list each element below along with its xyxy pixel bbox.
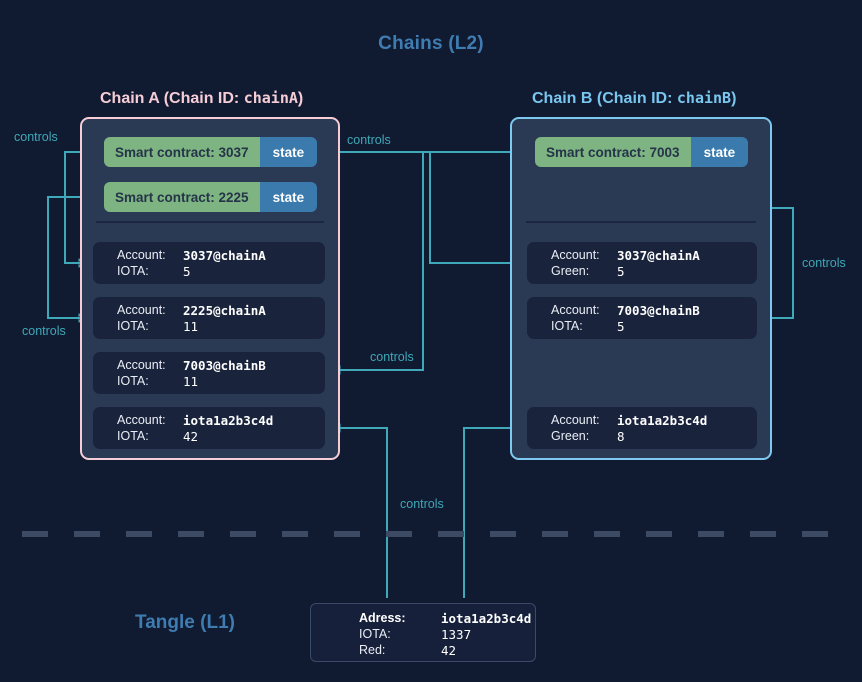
chain-b-account-7003[interactable]: Account: 7003@chainB IOTA: 5 bbox=[527, 297, 757, 339]
controls-label-mid-top: controls bbox=[347, 133, 391, 147]
acct-key: Green: bbox=[551, 428, 590, 443]
controls-label-left-top: controls bbox=[14, 130, 58, 144]
controls-label-bottom: controls bbox=[400, 497, 444, 511]
chain-a-contract-2225[interactable]: Smart contract: 2225 state bbox=[104, 182, 318, 212]
chain-a-divider bbox=[96, 221, 324, 223]
chain-a-account-7003[interactable]: Account: 7003@chainB IOTA: 11 bbox=[93, 352, 325, 394]
acct-value: 2225@chainA bbox=[183, 302, 266, 318]
acct-key: IOTA: bbox=[117, 263, 149, 278]
chain-b-account-3037[interactable]: Account: 3037@chainA Green: 5 bbox=[527, 242, 757, 284]
tangle-address-key: Adress: bbox=[359, 611, 406, 625]
acct-key: Green: bbox=[551, 263, 590, 278]
acct-value: 5 bbox=[617, 318, 625, 334]
acct-value: 42 bbox=[183, 428, 199, 444]
chain-b-title-id: chainB bbox=[676, 89, 732, 107]
layer-separator-dashed bbox=[22, 531, 840, 537]
wire-tangle-to-acctA-iota bbox=[333, 428, 388, 598]
chain-a-contract-3037-label: Smart contract: 3037 bbox=[104, 137, 260, 167]
chain-a-account-2225[interactable]: Account: 2225@chainA IOTA: 11 bbox=[93, 297, 325, 339]
acct-value: 5 bbox=[617, 263, 625, 279]
chain-a-title-prefix: Chain A (Chain ID: bbox=[100, 90, 244, 107]
layer-title-l2: Chains (L2) bbox=[378, 33, 484, 54]
wire-scA3037state-to-acctB3037 bbox=[312, 151, 523, 263]
acct-key: Account: bbox=[551, 247, 600, 262]
acct-value: iota1a2b3c4d bbox=[183, 412, 274, 428]
chain-b-title-suffix: ) bbox=[731, 90, 737, 107]
acct-key: Account: bbox=[117, 357, 166, 372]
tangle-iota-value: 1337 bbox=[441, 627, 472, 642]
chain-b-contract-7003-state[interactable]: state bbox=[690, 137, 749, 167]
chain-a-contract-3037[interactable]: Smart contract: 3037 state bbox=[104, 137, 318, 167]
chain-a-account-3037[interactable]: Account: 3037@chainA IOTA: 5 bbox=[93, 242, 325, 284]
acct-value: 7003@chainB bbox=[617, 302, 700, 318]
tangle-red-key: Red: bbox=[359, 643, 386, 657]
acct-value: iota1a2b3c4d bbox=[617, 412, 708, 428]
acct-key: Account: bbox=[551, 302, 600, 317]
chain-a-panel bbox=[80, 117, 340, 460]
chain-a-title: Chain A (Chain ID: chainA) bbox=[100, 89, 303, 108]
chain-a-account-iota[interactable]: Account: iota1a2b3c4d IOTA: 42 bbox=[93, 407, 325, 449]
acct-key: Account: bbox=[117, 302, 166, 317]
acct-value: 11 bbox=[183, 318, 199, 334]
acct-key: IOTA: bbox=[117, 428, 149, 443]
acct-value: 8 bbox=[617, 428, 625, 444]
tangle-red-value: 42 bbox=[441, 643, 457, 658]
acct-key: Account: bbox=[117, 247, 166, 262]
controls-label-mid-bottom: controls bbox=[370, 350, 414, 364]
chain-a-contract-2225-state[interactable]: state bbox=[259, 182, 318, 212]
chain-b-title: Chain B (Chain ID: chainB) bbox=[532, 89, 736, 108]
chain-b-contract-7003-label: Smart contract: 7003 bbox=[535, 137, 691, 167]
controls-label-left-bottom: controls bbox=[22, 324, 66, 338]
tangle-address-card[interactable]: Adress: iota1a2b3c4d IOTA: 1337 Red: 42 bbox=[310, 603, 536, 662]
chain-a-title-id: chainA bbox=[243, 89, 298, 107]
acct-key: IOTA: bbox=[117, 373, 149, 388]
acct-value: 5 bbox=[183, 263, 191, 279]
tangle-address-value: iota1a2b3c4d bbox=[441, 611, 532, 626]
wire-scB7003-to-acctA7003 bbox=[333, 151, 537, 370]
chain-b-account-iota[interactable]: Account: iota1a2b3c4d Green: 8 bbox=[527, 407, 757, 449]
acct-value: 3037@chainA bbox=[617, 247, 700, 263]
chain-a-contract-3037-state[interactable]: state bbox=[259, 137, 318, 167]
acct-key: Account: bbox=[117, 412, 166, 427]
acct-key: IOTA: bbox=[551, 318, 583, 333]
chain-b-divider bbox=[526, 221, 756, 223]
chain-a-contract-2225-label: Smart contract: 2225 bbox=[104, 182, 260, 212]
controls-label-right: controls bbox=[802, 256, 846, 270]
chain-b-panel bbox=[510, 117, 772, 460]
chain-b-title-prefix: Chain B (Chain ID: bbox=[532, 90, 677, 107]
layer-title-l1: Tangle (L1) bbox=[135, 612, 235, 633]
acct-key: Account: bbox=[551, 412, 600, 427]
tangle-iota-key: IOTA: bbox=[359, 627, 391, 641]
acct-value: 3037@chainA bbox=[183, 247, 266, 263]
acct-key: IOTA: bbox=[117, 318, 149, 333]
chain-a-title-suffix: ) bbox=[297, 90, 304, 107]
chain-b-contract-7003[interactable]: Smart contract: 7003 state bbox=[535, 137, 749, 167]
acct-value: 11 bbox=[183, 373, 199, 389]
acct-value: 7003@chainB bbox=[183, 357, 266, 373]
